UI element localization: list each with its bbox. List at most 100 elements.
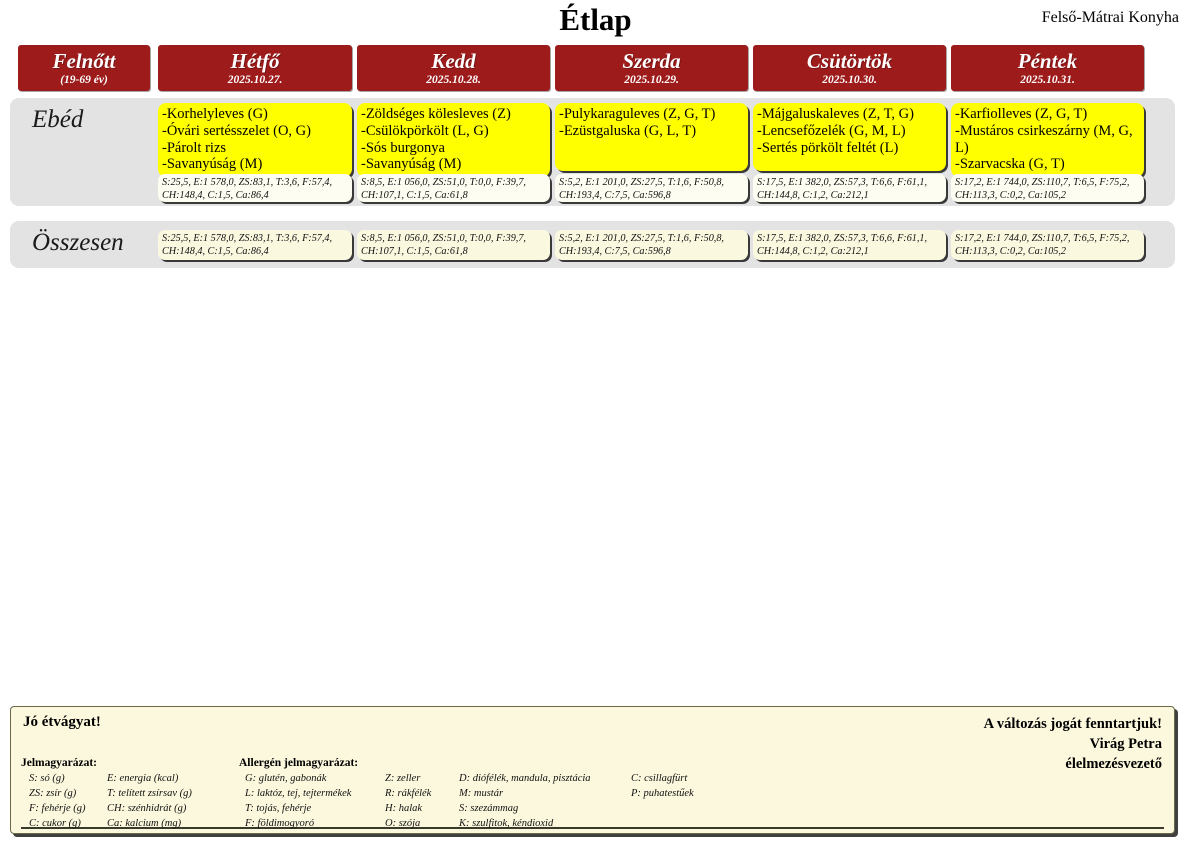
day-column-0: S:25,5, E:1 578,0, ZS:83,1, T:3,6, F:57,… bbox=[158, 221, 352, 268]
day-column-2: S:5,2, E:1 201,0, ZS:27,5, T:1,6, F:50,8… bbox=[555, 221, 748, 268]
legend-entry: Z: zeller bbox=[385, 773, 421, 784]
dish-item: -Májgaluskaleves (Z, T, G) bbox=[757, 106, 914, 122]
page-title: Étlap bbox=[559, 2, 632, 37]
day-header-date: (19-69 év) bbox=[60, 74, 108, 87]
legend-entry: O: szója bbox=[385, 817, 421, 829]
day-column-1: S:8,5, E:1 056,0, ZS:51,0, T:0,0, F:39,7… bbox=[357, 221, 550, 268]
row-label-ebed: Ebéd bbox=[32, 106, 84, 133]
kitchen-name: Felső-Mátrai Konyha bbox=[1041, 9, 1179, 26]
legend-entry: H: halak bbox=[385, 802, 423, 814]
legend-divider bbox=[21, 827, 1164, 829]
legend-entry: P: puhatestűek bbox=[631, 787, 694, 799]
nutrition-box: S:25,5, E:1 578,0, ZS:83,1, T:3,6, F:57,… bbox=[158, 230, 352, 260]
dish-item: -Óvári sertésszelet (O, G) bbox=[162, 122, 311, 139]
legend-entry: E: energia (kcal) bbox=[107, 773, 179, 784]
day-column-0: -Korhelyleves (G)-Óvári sertésszelet (O,… bbox=[158, 98, 352, 206]
day-header-date: 2025.10.29. bbox=[624, 74, 679, 87]
nutrition-box: S:8,5, E:1 056,0, ZS:51,0, T:0,0, F:39,7… bbox=[357, 174, 550, 202]
nutrition-box: S:5,2, E:1 201,0, ZS:27,5, T:1,6, F:50,8… bbox=[555, 174, 748, 202]
signature-block: A változás jogát fenntartjuk! Virág Petr… bbox=[984, 714, 1162, 774]
legend-entry: M: mustár bbox=[459, 787, 504, 799]
dish-item: -Csülökpörkölt (L, G) bbox=[361, 122, 489, 139]
day-header-cell-0: Felnőtt(19-69 év) bbox=[18, 45, 150, 91]
meal-row-osszesen: Összesen S:25,5, E:1 578,0, ZS:83,1, T:3… bbox=[10, 221, 1175, 268]
bon-appetit-text: Jó étvágyat! bbox=[23, 714, 101, 730]
dish-box: -Karfiolleves (Z, G, T)-Mustáros csirkes… bbox=[951, 103, 1144, 178]
day-header-name: Péntek bbox=[1017, 48, 1078, 73]
legend-entry: T: tojás, fehérje bbox=[245, 802, 312, 814]
dish-item: -Párolt rizs bbox=[162, 139, 227, 156]
day-column-3: S:17,5, E:1 382,0, ZS:57,3, T:6,6, F:61,… bbox=[753, 221, 946, 268]
legend-entry: D: diófélék, mandula, pisztácia bbox=[459, 773, 591, 784]
dish-item: -Ezüstgaluska (G, L, T) bbox=[559, 122, 697, 139]
nutrition-box: S:17,2, E:1 744,0, ZS:110,7, T:6,5, F:75… bbox=[951, 230, 1144, 260]
legend-entry: F: földimogyoró bbox=[245, 817, 315, 829]
row-label-osszesen: Összesen bbox=[32, 229, 124, 256]
day-header-name: Felnőtt bbox=[52, 48, 116, 73]
dish-box: -Zöldséges kölesleves (Z)-Csülökpörkölt … bbox=[357, 103, 550, 178]
dish-item: -Savanyúság (M) bbox=[162, 156, 263, 173]
signature-disclaimer: A változás jogát fenntartjuk! bbox=[983, 716, 1162, 732]
legend-entry: L: laktóz, tej, tejtermékek bbox=[245, 787, 352, 799]
day-header-name: Hétfő bbox=[230, 48, 280, 73]
day-header-date: 2025.10.28. bbox=[426, 74, 481, 87]
legend-entry: C: csillagfürt bbox=[631, 773, 688, 784]
dish-item: -Sertés pörkölt feltét (L) bbox=[757, 139, 899, 156]
legend-entry: Ca: kalcium (mg) bbox=[107, 817, 182, 829]
dish-item: -Savanyúság (M) bbox=[361, 156, 462, 173]
legend-entry: S: szezámmag bbox=[459, 802, 519, 814]
dish-box: -Májgaluskaleves (Z, T, G)-Lencsefőzelék… bbox=[753, 103, 946, 171]
nutrition-box: S:17,5, E:1 382,0, ZS:57,3, T:6,6, F:61,… bbox=[753, 230, 946, 260]
legend-column-allergen-2: Z: zeller R: rákfélék H: halak O: szója bbox=[385, 772, 431, 832]
dish-item: -Pulykaraguleves (Z, G, T) bbox=[559, 106, 716, 122]
dish-item: -Karfiolleves (Z, G, T) bbox=[955, 106, 1088, 122]
day-column-4: S:17,2, E:1 744,0, ZS:110,7, T:6,5, F:75… bbox=[951, 221, 1144, 268]
signature-role: élelmezésvezető bbox=[1065, 756, 1162, 772]
day-header-date: 2025.10.30. bbox=[822, 74, 877, 87]
legend-entry: F: fehérje (g) bbox=[29, 802, 86, 814]
legend-entry: K: szulfitok, kéndioxid bbox=[459, 817, 554, 829]
day-header-name: Csütörtök bbox=[806, 48, 893, 73]
nutrition-box: S:25,5, E:1 578,0, ZS:83,1, T:3,6, F:57,… bbox=[158, 174, 352, 202]
meal-row-ebed: Ebéd -Korhelyleves (G)-Óvári sertésszele… bbox=[10, 98, 1175, 206]
dish-item: -Mustáros csirkeszárny (M, G, L) bbox=[955, 122, 1133, 156]
dish-item: -Lencsefőzelék (G, M, L) bbox=[757, 122, 906, 139]
nutrition-box: S:8,5, E:1 056,0, ZS:51,0, T:0,0, F:39,7… bbox=[357, 230, 550, 260]
nutrition-box: S:17,2, E:1 744,0, ZS:110,7, T:6,5, F:75… bbox=[951, 174, 1144, 202]
day-column-2: -Pulykaraguleves (Z, G, T)-Ezüstgaluska … bbox=[555, 98, 748, 206]
dish-box: -Korhelyleves (G)-Óvári sertésszelet (O,… bbox=[158, 103, 352, 178]
legend-entry: R: rákfélék bbox=[385, 787, 432, 799]
legend-entry: T: telített zsírsav (g) bbox=[107, 787, 192, 799]
legend-column-allergen-4: C: csillagfürt P: puhatestűek bbox=[631, 772, 694, 802]
footer-panel: Jó étvágyat! A változás jogát fenntartju… bbox=[10, 706, 1175, 834]
signature-name: Virág Petra bbox=[1089, 736, 1162, 752]
legend-title-allergen: Allergén jelmagyarázat: bbox=[239, 757, 359, 769]
legend-column-allergen-3: D: diófélék, mandula, pisztácia M: mustár… bbox=[459, 772, 591, 832]
nutrition-box: S:5,2, E:1 201,0, ZS:27,5, T:1,6, F:50,8… bbox=[555, 230, 748, 260]
legend-entry: ZS: zsír (g) bbox=[29, 787, 77, 799]
day-column-3: -Májgaluskaleves (Z, T, G)-Lencsefőzelék… bbox=[753, 98, 946, 206]
day-column-1: -Zöldséges kölesleves (Z)-Csülökpörkölt … bbox=[357, 98, 550, 206]
legend-entry: C: cukor (g) bbox=[29, 817, 81, 829]
legend-entry: S: só (g) bbox=[29, 773, 65, 784]
dish-item: -Zöldséges kölesleves (Z) bbox=[361, 106, 511, 122]
dish-item: -Szarvacska (G, T) bbox=[955, 156, 1065, 173]
day-header-name: Kedd bbox=[431, 48, 476, 73]
nutrition-box: S:17,5, E:1 382,0, ZS:57,3, T:6,6, F:61,… bbox=[753, 174, 946, 202]
legend-column-nutrition-2: E: energia (kcal) T: telített zsírsav (g)… bbox=[107, 772, 192, 832]
day-header-date: 2025.10.31. bbox=[1020, 74, 1075, 87]
dish-item: -Sós burgonya bbox=[361, 139, 445, 156]
legend-entry: CH: szénhidrát (g) bbox=[107, 802, 187, 814]
legend-column-allergen-1: G: glutén, gabonák L: laktóz, tej, tejter… bbox=[245, 772, 351, 832]
dish-box: -Pulykaraguleves (Z, G, T)-Ezüstgaluska … bbox=[555, 103, 748, 171]
day-header-name: Szerda bbox=[622, 48, 681, 73]
legend-entry: G: glutén, gabonák bbox=[245, 773, 327, 784]
day-column-4: -Karfiolleves (Z, G, T)-Mustáros csirkes… bbox=[951, 98, 1144, 206]
